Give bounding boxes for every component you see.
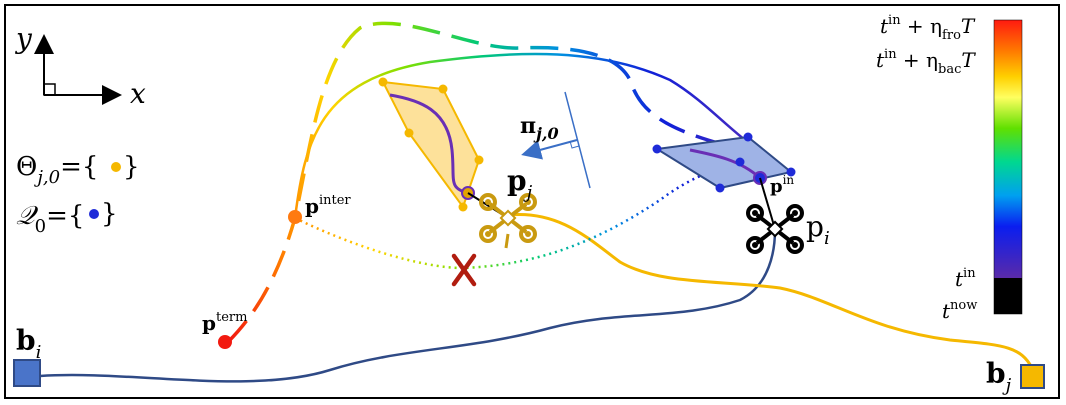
p-in-label: pin — [770, 173, 794, 197]
p-inter-dot — [288, 210, 302, 224]
theta-polygon-vertices — [378, 77, 484, 212]
frame — [4, 4, 1060, 399]
agent-i-label: pi — [806, 210, 830, 249]
colorbar-top-label: tin + ηfroT — [880, 13, 976, 43]
separating-plane: πj,0 — [520, 91, 591, 189]
y-axis-label: y — [14, 22, 33, 55]
colorbar-tnow-label: tnow — [942, 298, 977, 323]
colorbar-tin-label: tin — [955, 266, 976, 291]
collision-x-icon — [451, 253, 477, 287]
agent-i-path — [39, 229, 777, 383]
theta-polygon-inner-path — [389, 93, 469, 195]
p-inter-label: pinter — [305, 193, 351, 218]
dotted-fallback-path — [294, 160, 761, 270]
colorbar-mid-label: tin + ηbacT — [876, 47, 976, 77]
theta-polygon — [381, 80, 481, 210]
svg-text:𝒬0={: 𝒬0={ — [16, 201, 84, 237]
agent-j-trajectory — [293, 52, 746, 219]
base-i-square — [13, 359, 41, 387]
svg-text:Θj,0={: Θj,0={ — [16, 152, 98, 188]
svg-text:πj,0: πj,0 — [520, 113, 559, 143]
q-set-label: 𝒬0={ } — [16, 199, 118, 237]
svg-text:}: } — [101, 199, 118, 229]
p-term-label: pterm — [202, 310, 247, 335]
time-colorbar — [993, 19, 1023, 315]
base-j-label: bj — [986, 357, 1012, 396]
q-blue-dot-icon — [89, 209, 99, 219]
p-term-dot — [218, 335, 232, 349]
svg-text:}: } — [123, 152, 140, 182]
base-j-square — [1020, 364, 1045, 389]
agent-j-yellow-tail — [507, 212, 1034, 369]
agent-i-dashed-trajectory — [226, 21, 746, 344]
x-axis-label: x — [130, 77, 146, 110]
q-polygon-vertices — [652, 132, 796, 193]
q-polygon-inner-path — [689, 148, 762, 180]
theta-set-label: Θj,0={ } — [16, 152, 140, 188]
drone-j-icon — [467, 192, 537, 249]
drone-i-icon — [746, 177, 804, 254]
axes-indicator: y x — [14, 22, 146, 110]
base-i-label: bi — [16, 324, 41, 363]
theta-yellow-dot-icon — [111, 162, 121, 172]
agent-j-label: pj — [507, 164, 533, 203]
